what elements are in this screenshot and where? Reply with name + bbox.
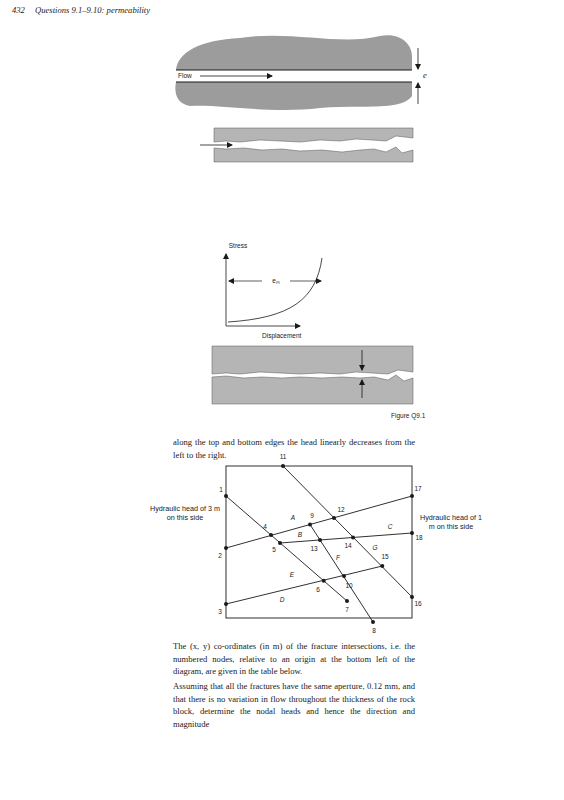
parallel-fracture bbox=[175, 35, 418, 110]
fracture-letter: C bbox=[388, 523, 393, 530]
node-number: 12 bbox=[337, 506, 344, 513]
fracture-letter: F bbox=[336, 554, 340, 561]
fracture-letter: D bbox=[280, 596, 285, 603]
axis-label: Displacement bbox=[262, 332, 301, 339]
node-number: 1 bbox=[219, 486, 223, 493]
node-number: 8 bbox=[372, 627, 376, 634]
node-number: 15 bbox=[381, 553, 388, 560]
fracture-network bbox=[226, 466, 412, 622]
node-number: 9 bbox=[310, 512, 314, 519]
aperture-label: e bbox=[423, 71, 427, 81]
boundary-label: Hydraulic head of 1 m on this side bbox=[420, 513, 482, 531]
body-text: Assuming that all the fractures have the… bbox=[173, 680, 415, 730]
figure-caption: Figure Q9.1 bbox=[391, 412, 425, 419]
closure-curve-plot bbox=[226, 254, 322, 326]
page-number: 432 bbox=[12, 6, 25, 16]
node-number: 2 bbox=[218, 552, 222, 559]
node-number: 14 bbox=[344, 542, 351, 549]
body-text: The (x, y) co-ordinates (in m) of the fr… bbox=[173, 640, 415, 678]
node-number: 7 bbox=[345, 606, 349, 613]
boundary-label: Hydraulic head of 3 m on this side bbox=[150, 504, 220, 522]
node-number: 16 bbox=[414, 600, 421, 607]
rough-fracture bbox=[200, 128, 413, 162]
axis-label: Stress bbox=[229, 242, 247, 249]
node-number: 17 bbox=[414, 485, 421, 492]
closed-fracture bbox=[212, 346, 413, 404]
fracture-letter: A bbox=[291, 514, 295, 521]
node-dots bbox=[224, 464, 414, 624]
node-number: 6 bbox=[316, 586, 320, 593]
node-number: 3 bbox=[218, 608, 222, 615]
node-number: 11 bbox=[280, 453, 287, 460]
dimension-label: eₘ bbox=[272, 277, 280, 284]
node-number: 18 bbox=[415, 534, 422, 541]
flow-label: Flow bbox=[178, 72, 192, 79]
fracture-letter: G bbox=[372, 544, 377, 551]
fracture-letter: E bbox=[290, 571, 294, 578]
node-number: 5 bbox=[272, 546, 276, 553]
node-number: 13 bbox=[310, 545, 317, 552]
fracture-letter: B bbox=[298, 531, 302, 538]
node-number: 4 bbox=[263, 523, 267, 530]
body-text: along the top and bottom edges the head … bbox=[173, 436, 415, 461]
node-number: 10 bbox=[345, 582, 352, 589]
running-head: Questions 9.1–9.10: permeability bbox=[35, 6, 150, 16]
